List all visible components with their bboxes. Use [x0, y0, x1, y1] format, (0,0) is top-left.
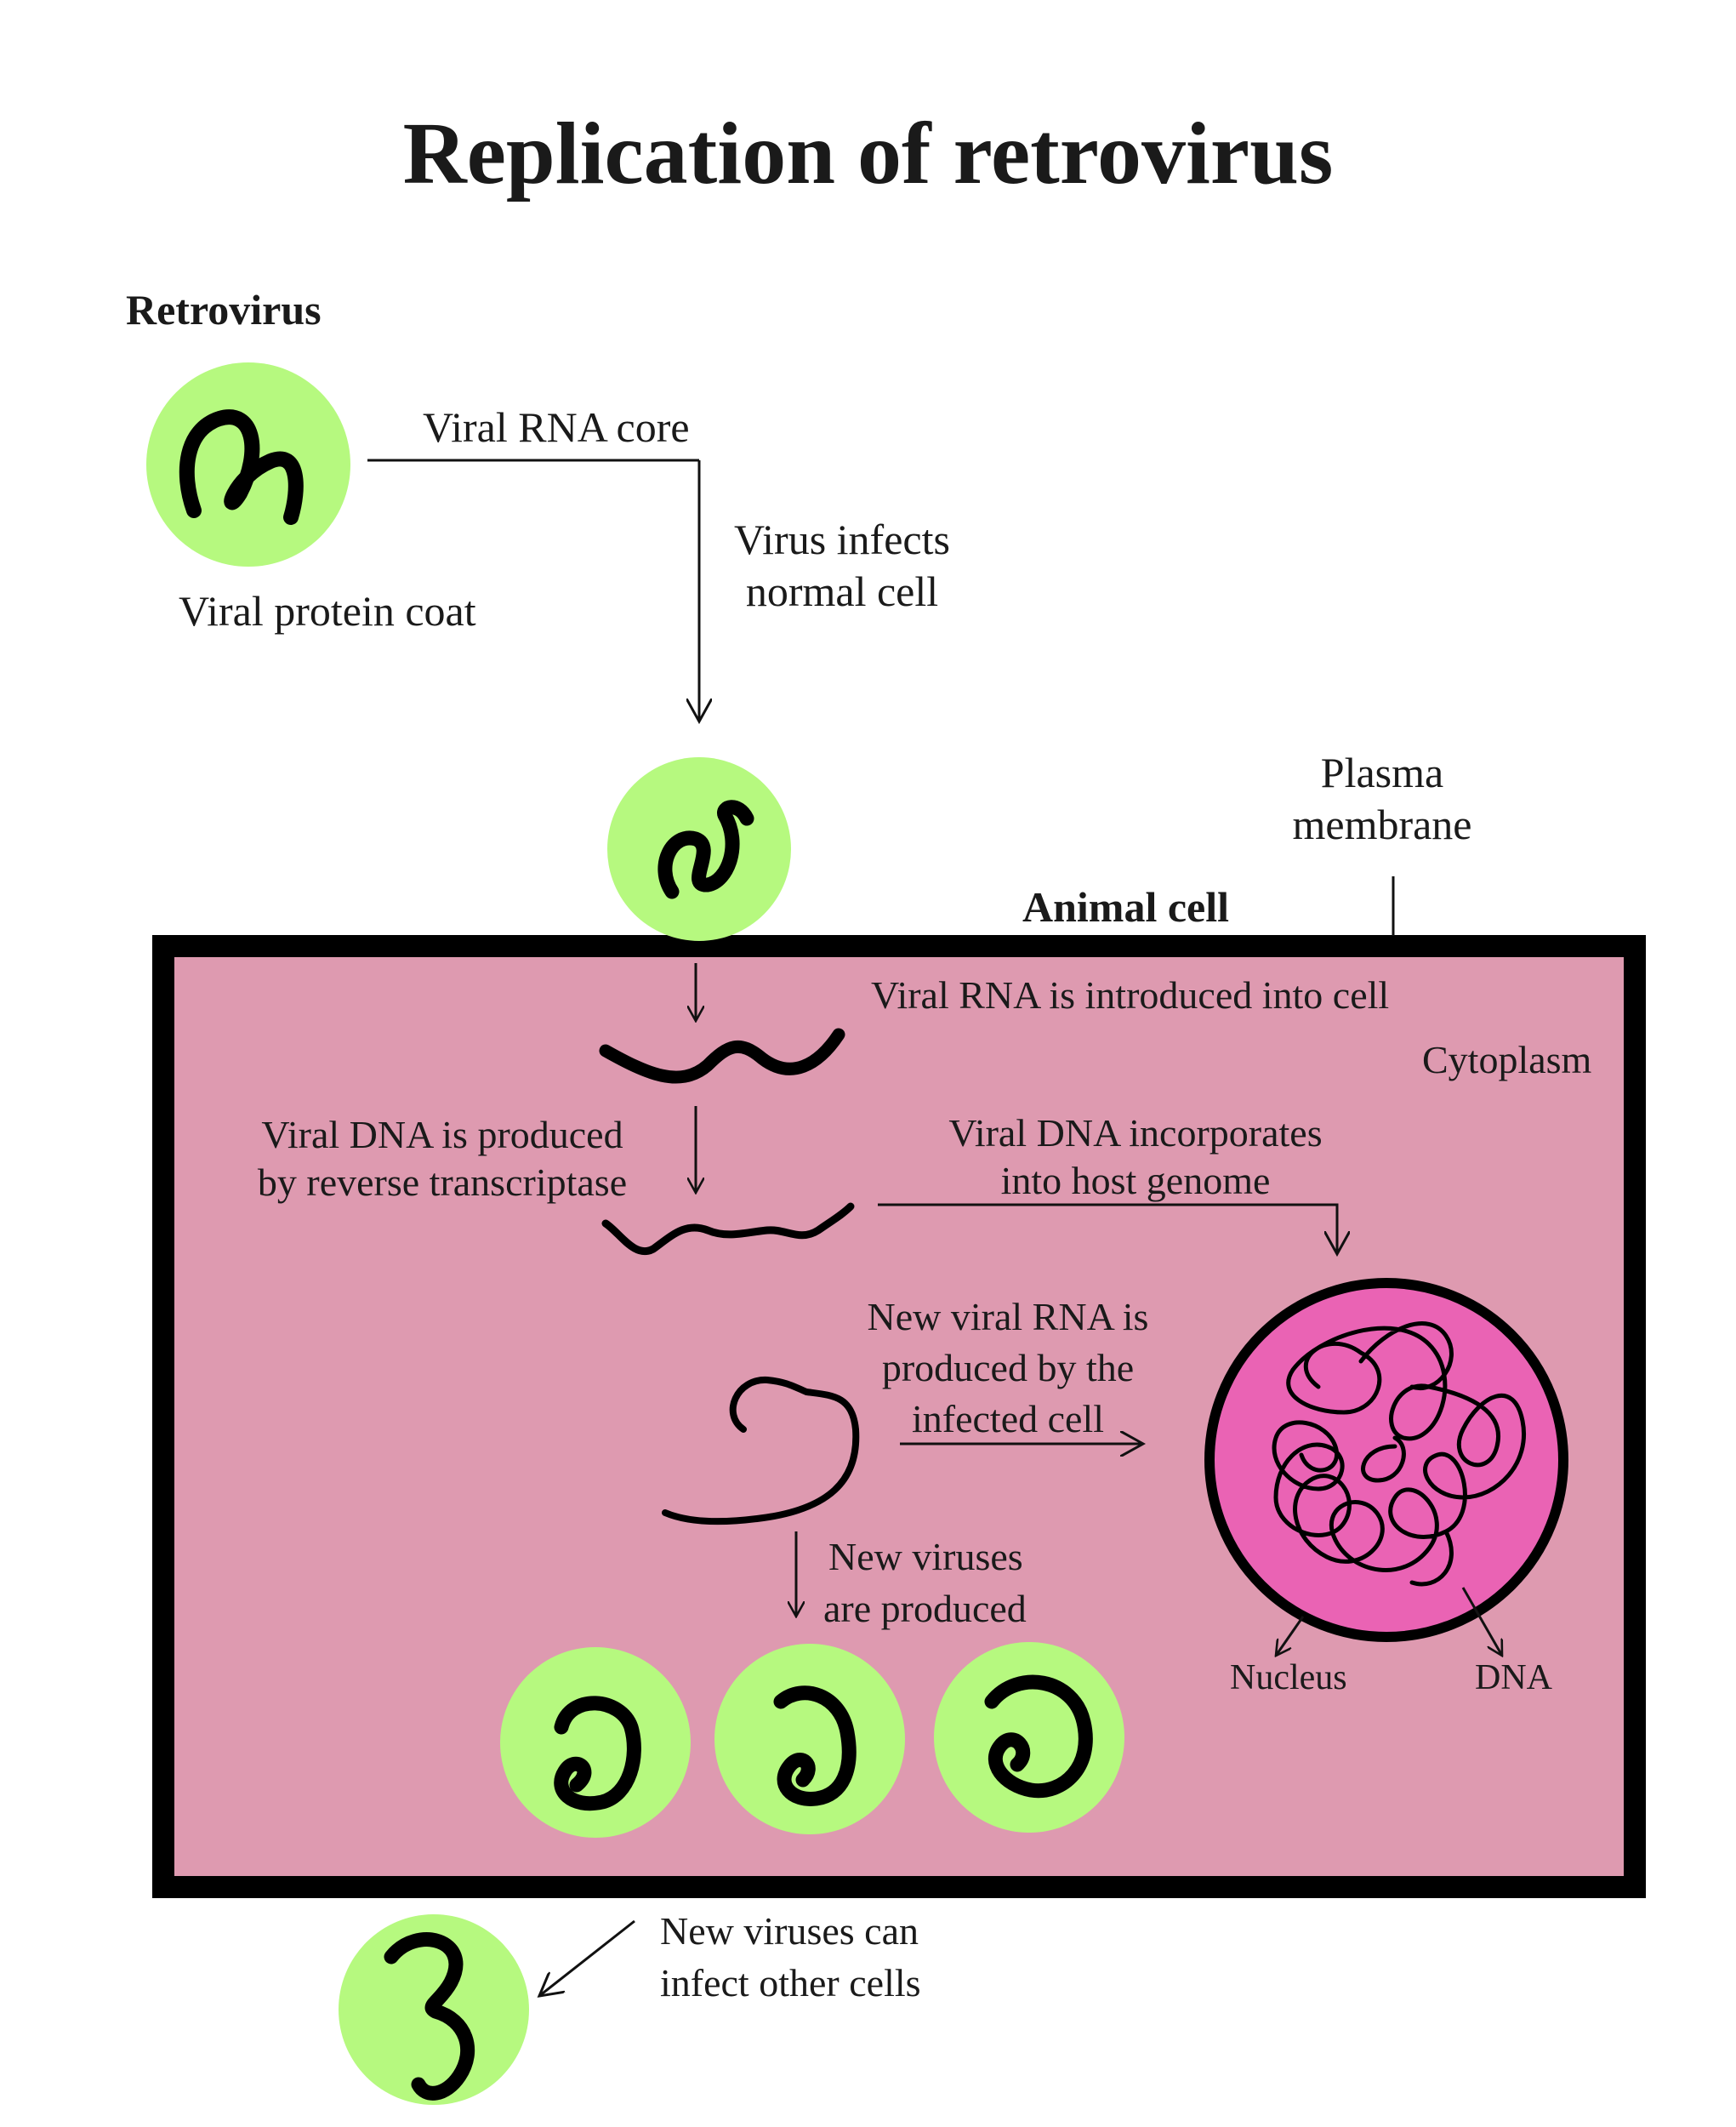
entering-virus-rna	[657, 800, 754, 899]
plasma-membrane-line-1: Plasma	[1320, 749, 1444, 796]
nucleus-label: Nucleus	[1230, 1658, 1347, 1697]
arrow-infect-other-cells	[539, 1919, 635, 1996]
viral-dna-incorporates-line-2: into host genome	[1000, 1159, 1271, 1203]
new-viral-rna-line-1: New viral RNA is	[867, 1295, 1149, 1338]
new-virus-1-coat	[500, 1647, 691, 1838]
plasma-membrane-line-2: membrane	[1292, 801, 1472, 848]
viral-protein-coat-label: Viral protein coat	[179, 587, 476, 635]
viral-dna-produced-line-2: by reverse transcriptase	[257, 1160, 628, 1205]
new-viral-rna-label: New viral RNA is produced by the infecte…	[838, 1292, 1178, 1444]
viral-dna-produced-line-1: Viral DNA is produced	[261, 1113, 623, 1156]
dna-pointer	[1461, 1587, 1502, 1656]
virus-infects-line-2: normal cell	[745, 567, 939, 615]
new-virus-2-rna	[773, 1685, 857, 1806]
infect-other-line-2: infect other cells	[660, 1960, 921, 2004]
new-virus-3	[934, 1642, 1124, 1833]
nucleus	[1204, 1278, 1568, 1642]
viral-dna-produced-label: Viral DNA is produced by reverse transcr…	[230, 1111, 655, 1206]
arrow-incorporates	[878, 1203, 1337, 1254]
infect-other-cells-label: New viruses can infect other cells	[660, 1906, 921, 2009]
new-virus-1	[500, 1647, 691, 1838]
new-viruses-line-1: New viruses	[828, 1535, 1023, 1578]
viral-rna-core-label: Viral RNA core	[423, 403, 690, 451]
viral-rna-introduced-label: Viral RNA is introduced into cell	[871, 973, 1390, 1017]
diagram-title: Replication of retrovirus	[402, 105, 1334, 202]
plasma-membrane-label: Plasma membrane	[1259, 747, 1505, 851]
new-viral-rna-line-2: produced by the	[881, 1345, 1135, 1389]
new-virus-1-rna	[554, 1696, 641, 1811]
retrovirus-particle	[146, 362, 350, 567]
released-virus	[339, 1914, 529, 2105]
new-virus-2-coat	[714, 1644, 905, 1834]
new-virus-3-coat	[934, 1642, 1124, 1833]
virus-infects-line-1: Virus infects	[734, 516, 950, 563]
viral-dna-strand	[601, 1202, 855, 1255]
new-virus-3-rna	[984, 1674, 1093, 1799]
retrovirus-heading: Retrovirus	[126, 286, 322, 334]
dna-tangle	[1272, 1321, 1526, 1587]
new-viruses-line-2: are produced	[823, 1586, 1027, 1630]
infect-other-line-1: New viruses can	[660, 1909, 919, 1953]
new-virus-2	[714, 1644, 905, 1834]
new-viral-rna-line-3: infected cell	[911, 1396, 1105, 1440]
new-viruses-produced-label: New viruses are produced	[823, 1531, 1027, 1634]
cytoplasm-label: Cytoplasm	[1422, 1038, 1592, 1081]
viral-dna-incorporates-label: Viral DNA incorporates into host genome	[923, 1109, 1348, 1205]
nucleus-body	[1204, 1278, 1568, 1642]
animal-cell-label: Animal cell	[1022, 883, 1230, 931]
nucleus-pointer	[1276, 1616, 1305, 1656]
virus-infects-label: Virus infects normal cell	[697, 514, 987, 618]
entering-virus	[607, 757, 791, 941]
viral-dna-incorporates-line-1: Viral DNA incorporates	[948, 1111, 1323, 1155]
viral-rna-core	[179, 409, 304, 525]
viral-rna-strand	[599, 1028, 845, 1084]
dna-label: DNA	[1475, 1658, 1552, 1697]
new-viral-rna-strand	[662, 1376, 860, 1525]
released-virus-rna	[384, 1932, 475, 2101]
